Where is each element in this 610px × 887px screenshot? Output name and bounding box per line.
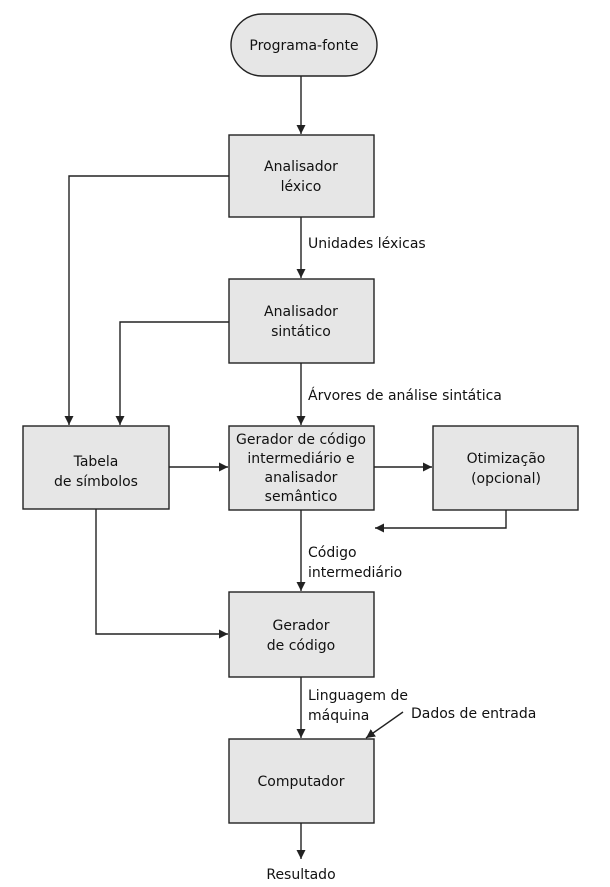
svg-text:léxico: léxico: [281, 179, 322, 195]
svg-text:Computador: Computador: [257, 774, 344, 790]
label-machine-language-line1: Linguagem de: [308, 688, 408, 704]
node-syntax-analyzer: Analisador sintático: [228, 278, 375, 364]
node-intermediate-code-generator: Gerador de código intermediário e analis…: [228, 425, 375, 511]
arrow-symbol-table-to-codegen: [95, 509, 228, 639]
svg-text:analisador: analisador: [265, 470, 338, 486]
arrow-parser-to-symbol-table: [115, 321, 229, 425]
node-lexical-analyzer: Analisador léxico: [228, 134, 375, 218]
svg-text:de símbolos: de símbolos: [54, 474, 138, 490]
node-computer: Computador: [228, 738, 375, 824]
svg-text:Programa-fonte: Programa-fonte: [249, 38, 358, 54]
node-optimization: Otimização (opcional): [432, 425, 579, 511]
label-machine-language-line2: máquina: [308, 708, 369, 724]
label-intermediate-code-line1: Código: [308, 545, 357, 561]
svg-text:(opcional): (opcional): [471, 471, 541, 487]
node-code-generator: Gerador de código: [228, 591, 375, 678]
svg-text:sintático: sintático: [271, 324, 331, 340]
svg-text:intermediário e: intermediário e: [247, 451, 354, 467]
label-parse-trees: Árvores de análise sintática: [308, 387, 502, 404]
arrow-input-data: [365, 711, 404, 739]
svg-text:Gerador de código: Gerador de código: [236, 432, 366, 448]
svg-text:de código: de código: [267, 638, 335, 654]
arrow-optimizer-back: [375, 510, 507, 533]
node-symbol-table: Tabela de símbolos: [22, 425, 170, 510]
svg-text:Analisador: Analisador: [264, 159, 338, 175]
svg-text:Tabela: Tabela: [73, 454, 119, 470]
label-input-data: Dados de entrada: [411, 706, 536, 722]
node-result-label: Resultado: [266, 867, 335, 883]
svg-text:Gerador: Gerador: [272, 618, 329, 634]
svg-text:Otimização: Otimização: [467, 451, 546, 467]
label-intermediate-code-line2: intermediário: [308, 565, 402, 581]
label-lexical-units: Unidades léxicas: [308, 236, 426, 252]
svg-text:semântico: semântico: [265, 489, 338, 505]
node-source-program: Programa-fonte: [230, 13, 378, 77]
svg-text:Analisador: Analisador: [264, 304, 338, 320]
arrow-lexer-to-symbol-table: [64, 175, 229, 425]
